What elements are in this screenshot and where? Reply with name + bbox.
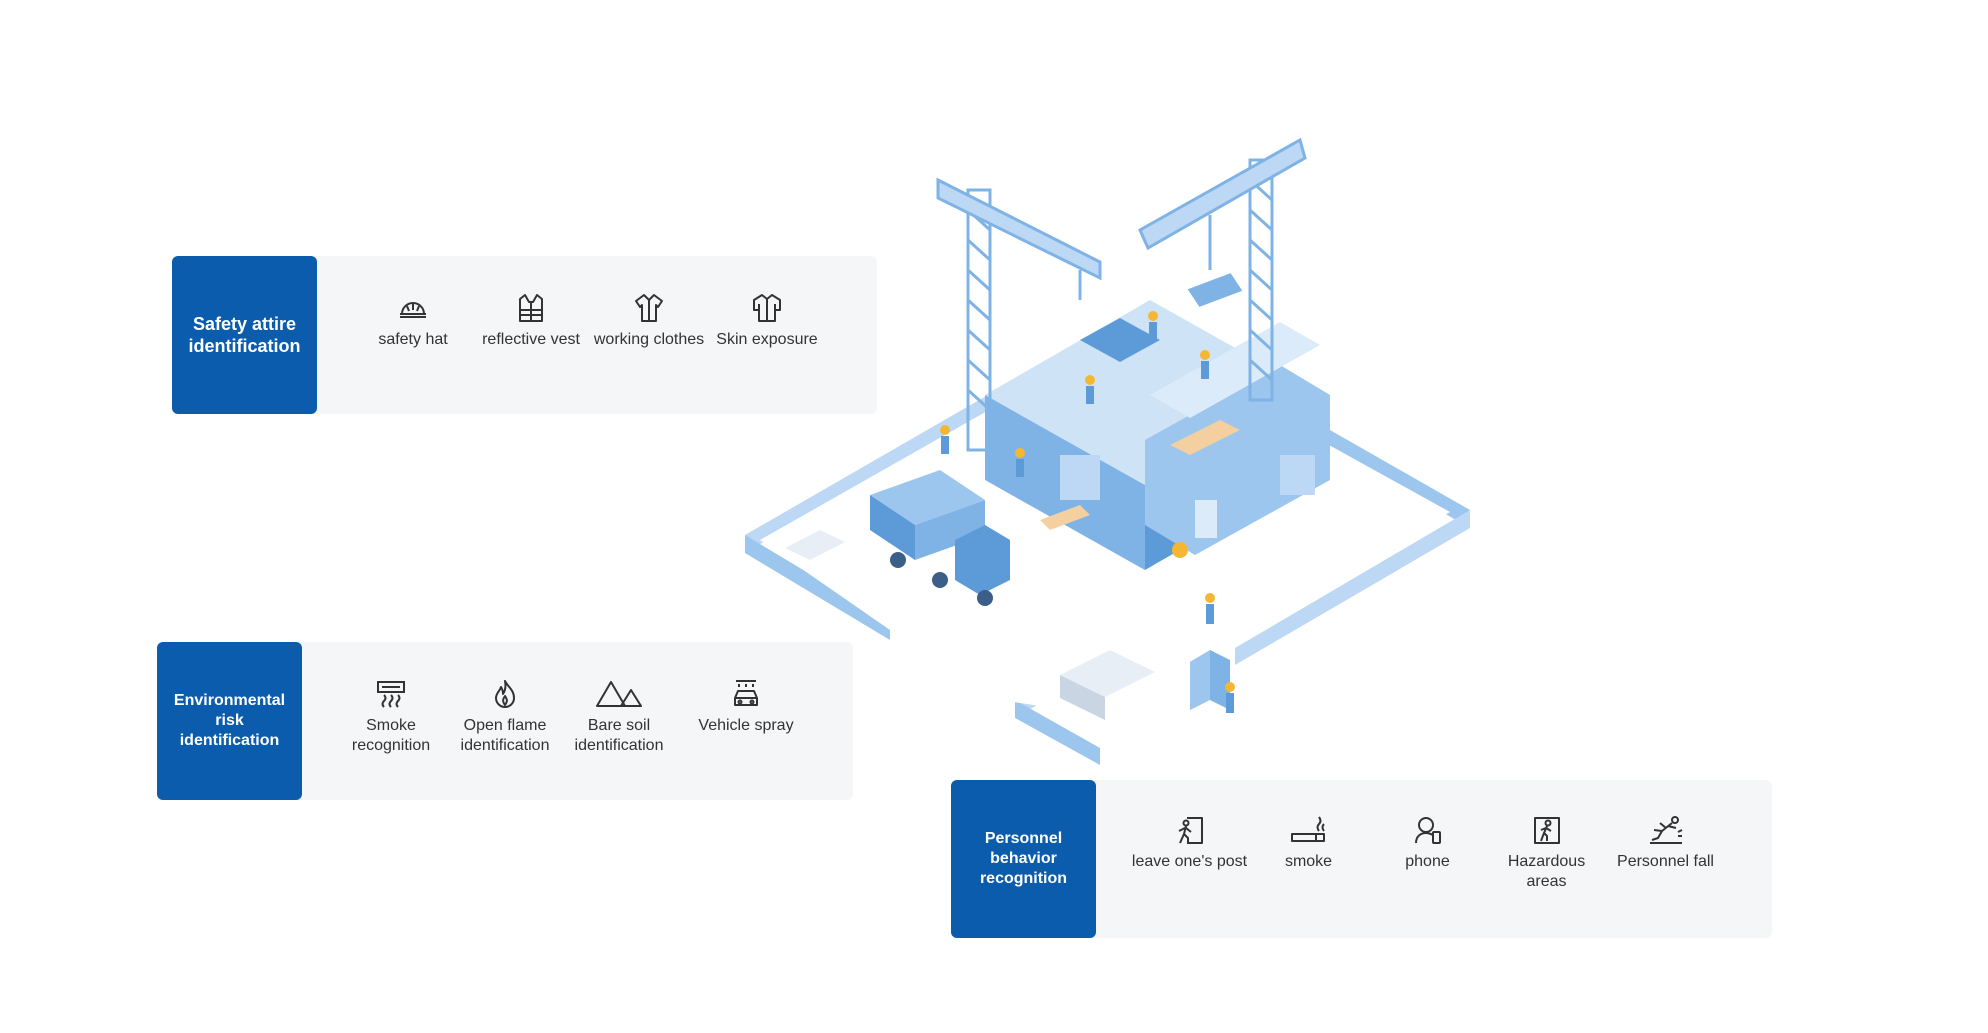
smoke-label: smoke (1284, 853, 1333, 870)
vehicle-spray-label: Vehicle spray (698, 717, 794, 734)
hazardous-areas-label: Hazardous areas (1507, 853, 1586, 890)
vest-icon (519, 294, 543, 322)
personnel-fall-item[interactable]: Personnel fall (1606, 814, 1725, 904)
skin-exposure-item[interactable]: Skin exposure (708, 292, 826, 378)
working-clothes-item[interactable]: working clothes (590, 292, 708, 378)
open-flame-label: Open flame identification (460, 717, 550, 754)
bare-soil-item[interactable]: Bare soil identification (562, 678, 676, 764)
hazard-person-icon (1533, 817, 1560, 844)
personnel-behavior-items: leave one's post smoke phone Hazardous a… (1088, 780, 1772, 938)
reflective-vest-item[interactable]: reflective vest (472, 292, 590, 378)
cigarette-icon (1290, 816, 1325, 842)
safety-attire-title: Safety attire identification (172, 256, 317, 414)
phone-item[interactable]: phone (1368, 814, 1487, 904)
short-sleeve-shirt-icon (753, 294, 781, 322)
exit-door-icon (1178, 817, 1203, 844)
environmental-risk-panel: Environmental risk identification Smoke … (157, 642, 853, 800)
safety-hat-label: safety hat (378, 331, 448, 348)
environmental-risk-title: Environmental risk identification (157, 642, 302, 800)
main-building (985, 300, 1330, 570)
vehicle-spray-item[interactable]: Vehicle spray (676, 678, 816, 764)
hard-hat-icon (400, 302, 426, 318)
working-clothes-label: working clothes (593, 331, 705, 348)
leave-post-label: leave one's post (1131, 853, 1248, 870)
car-spray-icon (734, 680, 758, 706)
workers (940, 311, 1235, 713)
smoke-icon (377, 681, 405, 708)
leave-post-item[interactable]: leave one's post (1130, 814, 1249, 904)
safety-attire-items: safety hat reflective vest working cloth… (309, 256, 877, 414)
materials (785, 420, 1240, 720)
personnel-behavior-panel: Personnel behavior recognition leave one… (951, 780, 1772, 938)
shirt-icon (635, 294, 663, 322)
tower-crane-right (1138, 137, 1307, 402)
personnel-fall-label: Personnel fall (1617, 853, 1714, 870)
personnel-behavior-title: Personnel behavior recognition (951, 780, 1096, 938)
reflective-vest-label: reflective vest (482, 331, 580, 348)
mountain-icon (596, 681, 642, 707)
smoke-recognition-item[interactable]: Smoke recognition (334, 678, 448, 764)
phone-label: phone (1405, 853, 1450, 870)
bare-soil-label: Bare soil identification (574, 717, 664, 754)
environmental-risk-items: Smoke recognition Open flame identificat… (294, 642, 853, 800)
falling-person-icon (1649, 816, 1682, 844)
dump-truck (870, 470, 1010, 606)
smoke-item[interactable]: smoke (1249, 814, 1368, 904)
flame-icon (495, 680, 515, 708)
smoke-recognition-label: Smoke recognition (351, 717, 431, 754)
safety-attire-panel: Safety attire identification safety hat … (172, 256, 877, 414)
open-flame-item[interactable]: Open flame identification (448, 678, 562, 764)
hazardous-areas-item[interactable]: Hazardous areas (1487, 814, 1606, 904)
person-phone-icon (1414, 817, 1441, 844)
tower-crane-left (936, 177, 1102, 452)
skin-exposure-label: Skin exposure (716, 331, 818, 348)
safety-hat-item[interactable]: safety hat (354, 292, 472, 378)
